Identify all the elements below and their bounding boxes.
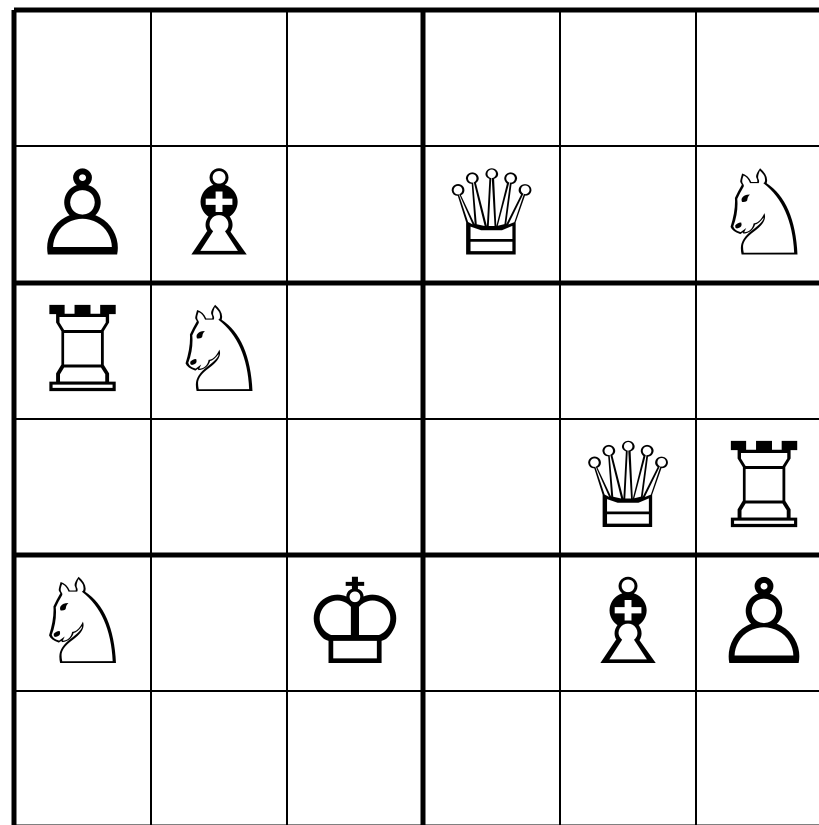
white-bishop-icon: ♗: [166, 145, 272, 283]
white-rook-icon: ♖: [30, 281, 136, 419]
white-queen-icon: ♕: [439, 145, 545, 283]
board-cell[interactable]: [560, 691, 696, 825]
board-cell[interactable]: [423, 283, 560, 419]
board-cell[interactable]: [423, 419, 560, 555]
white-knight-icon: ♘: [711, 145, 817, 283]
white-pawn-icon: ♙: [30, 145, 136, 283]
board-cell[interactable]: [696, 283, 819, 419]
white-bishop-icon: ♗: [575, 553, 681, 691]
board-cell[interactable]: [423, 691, 560, 825]
white-king-icon: ♔: [302, 553, 408, 691]
board-cell[interactable]: [14, 419, 151, 555]
board-cell[interactable]: [151, 691, 287, 825]
board-cell[interactable]: [423, 555, 560, 691]
board-cell[interactable]: [560, 10, 696, 146]
board-cell[interactable]: [151, 419, 287, 555]
board-cell[interactable]: [14, 10, 151, 146]
board-cell[interactable]: [423, 10, 560, 146]
white-knight-icon: ♘: [166, 281, 272, 419]
board-cell[interactable]: [287, 691, 423, 825]
board-cell[interactable]: [560, 146, 696, 283]
white-rook-icon: ♖: [711, 417, 817, 555]
board-cell[interactable]: [287, 283, 423, 419]
board-cell[interactable]: [696, 10, 819, 146]
board-cell[interactable]: [696, 691, 819, 825]
white-pawn-icon: ♙: [711, 553, 817, 691]
board-cell[interactable]: [151, 555, 287, 691]
board-cell[interactable]: [287, 10, 423, 146]
board-cell[interactable]: [151, 10, 287, 146]
white-queen-icon: ♕: [575, 417, 681, 555]
board-cell[interactable]: [560, 283, 696, 419]
board-cell[interactable]: [14, 691, 151, 825]
board-cell[interactable]: [287, 419, 423, 555]
white-knight-icon: ♘: [30, 553, 136, 691]
board-cell[interactable]: [287, 146, 423, 283]
